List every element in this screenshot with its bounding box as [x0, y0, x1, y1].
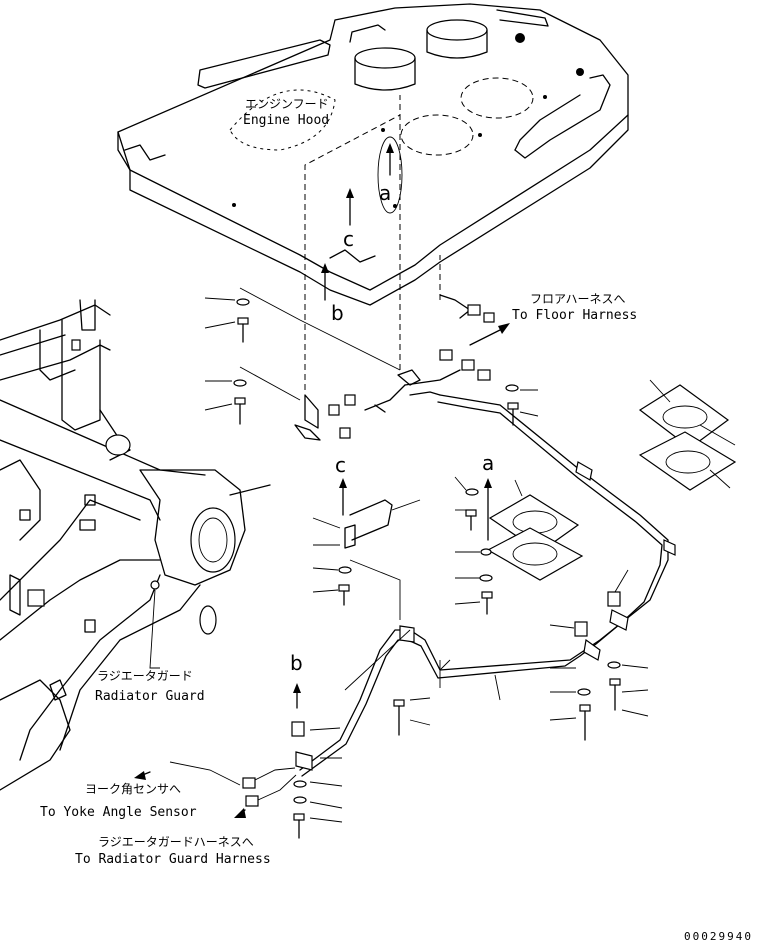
floor-harness-jp-label: フロアハーネスへ: [530, 292, 626, 306]
lower-connectors: [134, 761, 297, 818]
yoke-sensor-en-label: To Yoke Angle Sensor: [40, 805, 197, 820]
engine-hood-jp-label: エンジンフード: [245, 97, 329, 111]
radiator-harness-jp-label: ラジエータガードハーネスへ: [98, 835, 254, 849]
gasket-center: [486, 479, 584, 581]
engine-hood-en-label: Engine Hood: [243, 113, 329, 128]
bolt-set-right: [505, 384, 649, 741]
floor-harness-en-label: To Floor Harness: [512, 308, 637, 323]
yoke-sensor-jp-label: ヨーク角センサへ: [85, 782, 181, 796]
center-bracket: [312, 499, 421, 620]
drawing-number: 00029940: [684, 930, 753, 943]
bolt-set-center: [454, 476, 493, 615]
upper-harness: [294, 294, 495, 441]
chassis-frame: [0, 299, 271, 791]
ref-mark-c-top: c: [343, 227, 354, 251]
bolt-set-lower: [291, 629, 501, 839]
radiator-harness-en-label: To Radiator Guard Harness: [75, 852, 271, 867]
ref-mark-b-top: b: [331, 301, 344, 325]
ref-mark-a-top: a: [379, 181, 391, 205]
ref-mark-c-mid: c: [335, 453, 346, 477]
main-harness: [295, 391, 676, 777]
radiator-guard-jp-label: ラジエータガード: [97, 669, 193, 683]
engine-hood: [117, 3, 629, 306]
ref-mark-a-mid: a: [482, 451, 494, 475]
gasket-right: [638, 379, 737, 491]
ref-mark-b-mid: b: [290, 651, 303, 675]
bolt-set-upper-left: [204, 287, 401, 425]
radiator-guard-en-label: Radiator Guard: [95, 689, 205, 704]
